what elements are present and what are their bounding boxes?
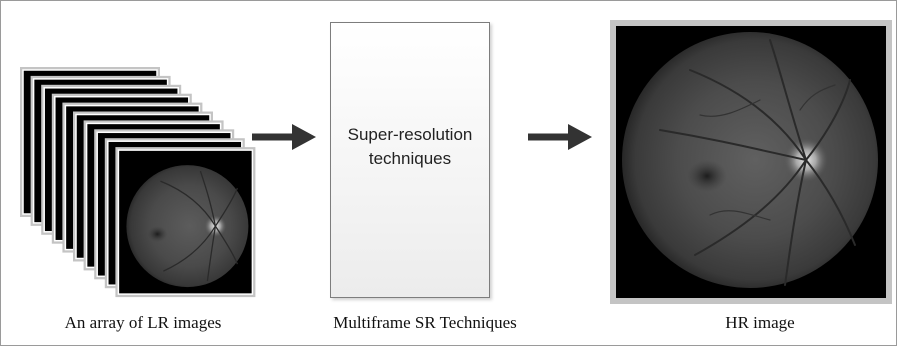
arrow-right-icon [528,124,592,150]
lr-fundus-image [126,165,249,288]
arrow-right-icon [252,124,316,150]
lr-image-stack [20,67,256,298]
hr-fundus-image [610,20,892,304]
caption-multiframe-sr: Multiframe SR Techniques [333,313,517,332]
caption-lr-images: An array of LR images [64,313,222,332]
caption-hr-image: HR image [725,313,795,332]
sr-techniques-label: Super-resolution techniques [347,125,473,168]
sr-techniques-box: Super-resolution techniques [330,22,490,298]
